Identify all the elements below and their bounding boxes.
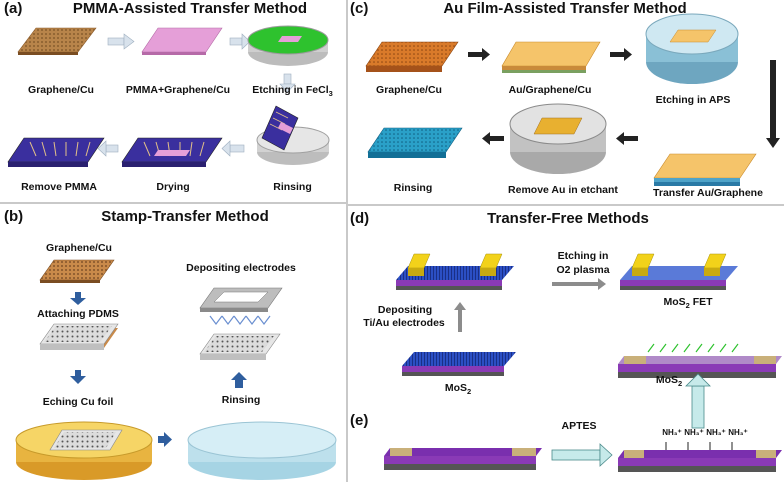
aptes-mos2-device bbox=[618, 343, 782, 378]
caption-etching-line1: Etching in bbox=[557, 250, 609, 262]
arrow-elbow-icon bbox=[766, 60, 780, 148]
caption-depositing: Depositing electrodes bbox=[186, 262, 296, 274]
divider-horizontal-right bbox=[348, 204, 784, 206]
panel-e-label: (e) bbox=[350, 412, 369, 429]
panel-a-illustration bbox=[7, 25, 330, 167]
au-etchant-beaker bbox=[509, 103, 607, 174]
caption-etching-aps: Etching in APS bbox=[655, 94, 731, 106]
aps-beaker bbox=[645, 13, 739, 84]
panel-d-label: (d) bbox=[350, 210, 370, 227]
etching-dish bbox=[247, 25, 329, 66]
panel-b: (b) Stamp-Transfer Method bbox=[0, 204, 345, 482]
nh3-label: NH₃⁺ bbox=[728, 428, 748, 437]
caption-graphene-cu: Graphene/Cu bbox=[46, 242, 112, 254]
nh3-label: NH₃⁺ bbox=[706, 428, 726, 437]
caption-etching-line2: O2 plasma bbox=[556, 264, 610, 276]
nh3-label: NH₃⁺ bbox=[662, 428, 682, 437]
caption-graphene-cu: Graphene/Cu bbox=[28, 84, 94, 96]
caption-drying: Drying bbox=[156, 181, 190, 193]
etching-dish bbox=[15, 421, 153, 480]
aptes-substrate bbox=[618, 442, 782, 472]
panel-c-title: Au Film-Assisted Transfer Method bbox=[443, 0, 687, 17]
stamp-device bbox=[199, 333, 281, 360]
panel-a-label: (a) bbox=[4, 0, 23, 17]
caption-au-graphene-cu: Au/Graphene/Cu bbox=[508, 84, 592, 96]
divider-vertical bbox=[346, 0, 348, 482]
au-graphene-cu-sheet bbox=[501, 41, 601, 73]
panel-b-title: Stamp-Transfer Method bbox=[101, 208, 269, 225]
arrow-right-icon bbox=[468, 48, 490, 61]
arrow-right-icon bbox=[107, 33, 135, 50]
arrow-down-icon bbox=[279, 73, 296, 93]
arrow-right-icon bbox=[610, 48, 632, 61]
rinsing-dish bbox=[256, 105, 330, 165]
panel-c-label: (c) bbox=[350, 0, 369, 17]
arrow-down-icon bbox=[70, 370, 86, 384]
caption-etching-fecl3: Etching in FeCl3 bbox=[252, 84, 333, 99]
graphene-cu-sheet bbox=[39, 259, 115, 283]
arrow-down-icon bbox=[70, 292, 86, 305]
rinsing-dish bbox=[187, 421, 337, 480]
arrow-right-icon bbox=[229, 33, 251, 50]
caption-transfer: Transfer Au/Graphene bbox=[653, 187, 763, 199]
panel-c: (c) Au Film-Assisted Transfer Method bbox=[348, 0, 784, 204]
caption-rinsing: Rinsing bbox=[393, 182, 433, 194]
transfer-sheet bbox=[653, 153, 757, 186]
caption-graphene-cu: Graphene/Cu bbox=[376, 84, 442, 96]
final-device bbox=[7, 137, 105, 167]
caption-depositing-line1: Depositing bbox=[377, 304, 433, 316]
arrow-up-icon bbox=[685, 373, 711, 429]
graphene-cu-sheet bbox=[365, 41, 459, 72]
panel-b-illustration bbox=[15, 259, 337, 480]
panel-d: (d) Transfer-Free Methods bbox=[348, 206, 784, 406]
arrow-right-icon bbox=[552, 278, 606, 290]
panel-b-label: (b) bbox=[4, 208, 24, 225]
arrow-up-icon bbox=[231, 372, 247, 388]
pmma-sheet bbox=[141, 27, 223, 55]
arrow-up-icon bbox=[454, 302, 466, 332]
arrow-right-icon bbox=[158, 432, 172, 447]
caption-mos2: MoS2 bbox=[444, 382, 472, 397]
graphene-cu-sheet bbox=[17, 27, 97, 55]
caption-rinsing: Rinsing bbox=[221, 394, 261, 406]
caption-mos2-fet: MoS2 FET bbox=[663, 296, 713, 311]
caption-remove-pmma: Remove PMMA bbox=[21, 181, 97, 193]
rinsed-sheet bbox=[367, 127, 463, 158]
panel-c-illustration bbox=[365, 13, 780, 186]
bare-substrate bbox=[384, 448, 542, 470]
arrow-left-icon bbox=[616, 132, 638, 145]
caption-eching-cu: Eching Cu foil bbox=[42, 396, 114, 408]
caption-attaching-pdms: Attaching PDMS bbox=[37, 308, 119, 320]
panel-e: (e) APTES MoS2 N bbox=[348, 373, 784, 482]
panel-a: (a) PMMA-Assisted Transfer Method bbox=[0, 0, 345, 200]
arrow-left-icon bbox=[221, 140, 245, 157]
drying-device bbox=[121, 137, 223, 167]
nh3-label: NH₃⁺ bbox=[684, 428, 704, 437]
caption-aptes: APTES bbox=[561, 420, 597, 432]
shadow-mask bbox=[199, 287, 283, 312]
mos2-substrate bbox=[402, 352, 516, 376]
panel-d-illustration bbox=[396, 253, 782, 378]
arrow-left-icon bbox=[97, 140, 119, 157]
mos2-fet bbox=[620, 253, 738, 290]
caption-mos2: MoS2 bbox=[655, 374, 683, 389]
panel-d-title: Transfer-Free Methods bbox=[487, 210, 649, 227]
pdms-stamp bbox=[39, 323, 119, 350]
caption-pmma-graphene-cu: PMMA+Graphene/Cu bbox=[125, 84, 231, 96]
arrow-left-icon bbox=[482, 132, 504, 145]
deposition-arrows bbox=[209, 315, 271, 325]
arrow-right-icon bbox=[551, 443, 613, 467]
panel-e-illustration bbox=[384, 373, 782, 472]
fet-precursor bbox=[396, 253, 514, 290]
caption-remove-au: Remove Au in etchant bbox=[508, 184, 618, 196]
divider-horizontal-left bbox=[0, 202, 346, 204]
caption-rinsing: Rinsing bbox=[273, 181, 312, 193]
panel-a-title: PMMA-Assisted Transfer Method bbox=[72, 0, 308, 17]
caption-depositing-line2: Ti/Au electrodes bbox=[363, 317, 445, 329]
